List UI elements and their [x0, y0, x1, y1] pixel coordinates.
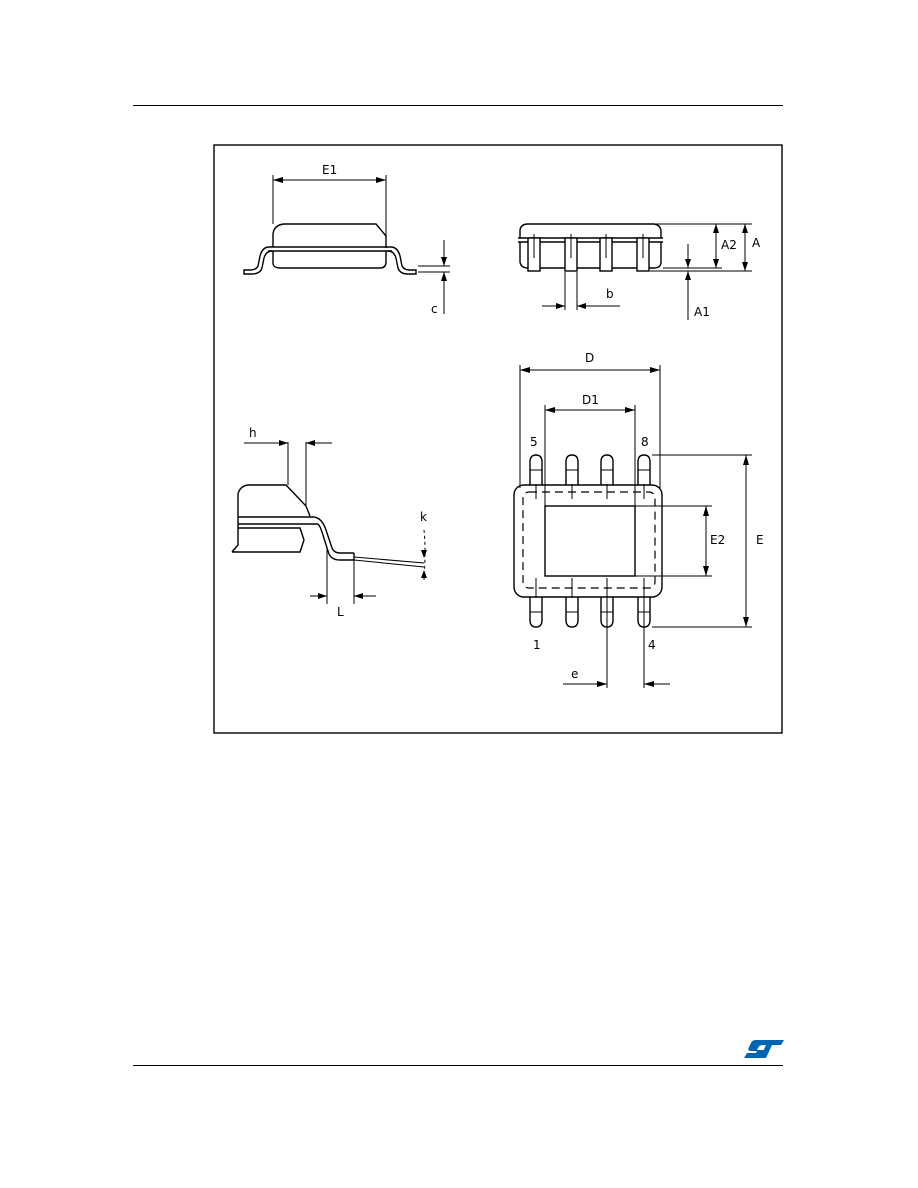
label-E: E: [756, 533, 764, 547]
label-h: h: [249, 426, 257, 440]
pin-label-5: 5: [530, 435, 538, 449]
label-E1: E1: [322, 163, 337, 177]
label-E2: E2: [710, 533, 725, 547]
lead-detail-view: [231, 440, 427, 604]
figure-frame: [213, 144, 783, 734]
label-A1: A1: [694, 305, 710, 319]
label-L: L: [337, 605, 344, 619]
footer-rule: [133, 1065, 783, 1066]
label-A: A: [752, 236, 761, 250]
label-D1: D1: [582, 393, 599, 407]
st-logo: [744, 1040, 784, 1058]
pin-label-8: 8: [641, 435, 649, 449]
label-e: e: [571, 667, 578, 681]
header-rule: [133, 105, 783, 106]
label-k: k: [420, 510, 427, 524]
label-b: b: [606, 287, 614, 301]
pin-label-1: 1: [533, 638, 541, 652]
pin-label-4: 4: [648, 638, 656, 652]
label-c: c: [431, 302, 438, 316]
label-D: D: [585, 351, 594, 365]
label-A2: A2: [721, 238, 737, 252]
side-view: [243, 175, 450, 314]
end-view: [518, 223, 752, 320]
top-view: [513, 365, 752, 688]
